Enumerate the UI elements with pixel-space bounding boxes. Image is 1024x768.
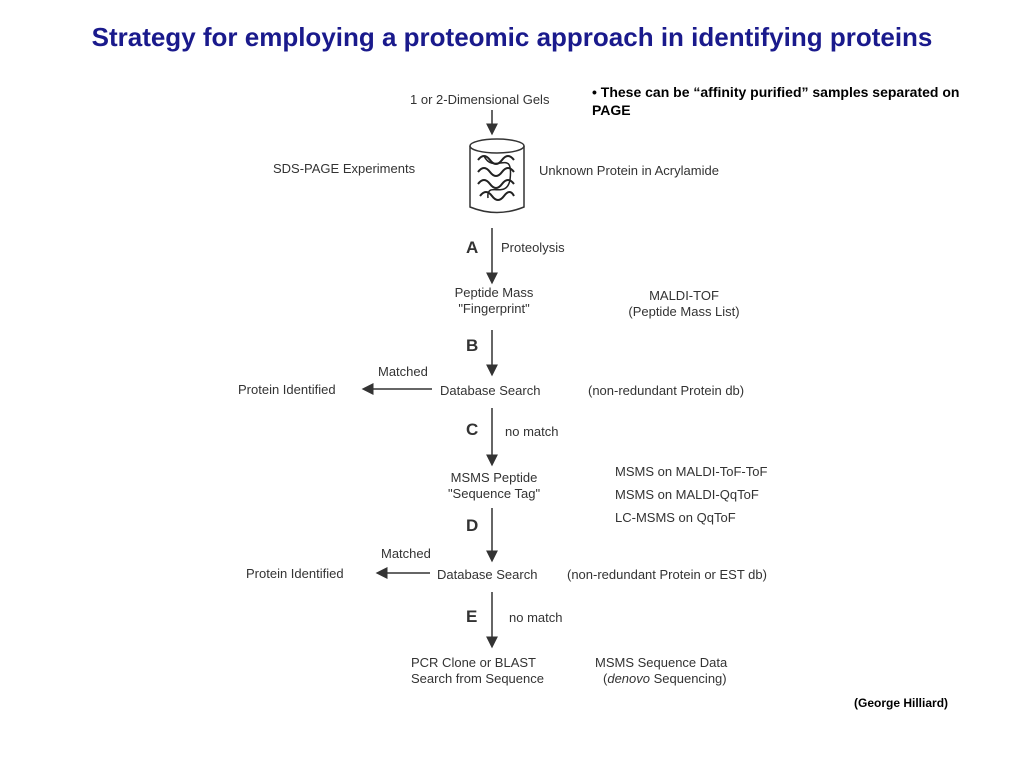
pcr-line2: Search from Sequence <box>411 671 544 686</box>
matched-label-1: Matched <box>378 364 428 379</box>
peptide-mass-line1: Peptide Mass <box>454 285 534 300</box>
maldi-tof-line2: (Peptide Mass List) <box>628 304 740 319</box>
step-c-label: C <box>466 420 479 439</box>
maldi-tof-label: MALDI-TOF (Peptide Mass List) <box>604 288 764 320</box>
sds-page-label: SDS-PAGE Experiments <box>273 161 416 176</box>
denovo-open: ( <box>603 671 608 686</box>
msms-peptide-label: MSMS Peptide "Sequence Tag" <box>432 470 556 502</box>
credit-text: (George Hilliard) <box>854 696 949 710</box>
step-b-label: B <box>466 336 479 355</box>
proteolysis-label: Proteolysis <box>501 240 565 255</box>
peptide-mass-line2: "Fingerprint" <box>458 301 530 316</box>
note-text: • These can be “affinity purified” sampl… <box>592 84 960 118</box>
msms-method-item: MSMS on MALDI-ToF-ToF <box>615 464 768 479</box>
nr-db-2: (non-redundant Protein or EST db) <box>567 567 767 582</box>
msms-line1: MSMS Peptide <box>450 470 538 485</box>
pcr-blast-label: PCR Clone or BLAST Search from Sequence <box>411 655 544 687</box>
maldi-tof-line1: MALDI-TOF <box>649 288 719 303</box>
denovo-rest: Sequencing) <box>650 671 727 686</box>
msms-method-item: LC-MSMS on QqToF <box>615 510 736 525</box>
msms-method-item: MSMS on MALDI-QqToF <box>615 487 759 502</box>
database-search-2: Database Search <box>437 567 538 582</box>
denovo-line: (denovo Sequencing) <box>595 671 727 687</box>
unknown-protein-label: Unknown Protein in Acrylamide <box>539 163 719 178</box>
no-match-1: no match <box>505 424 559 439</box>
matched-label-2: Matched <box>381 546 431 561</box>
step-a-label: A <box>466 238 479 257</box>
protein-identified-1: Protein Identified <box>238 382 336 397</box>
no-match-2: no match <box>509 610 563 625</box>
peptide-mass-label: Peptide Mass "Fingerprint" <box>436 285 552 317</box>
msms-seq-data-line: MSMS Sequence Data <box>595 655 728 670</box>
database-search-1: Database Search <box>440 383 541 398</box>
beaker-icon <box>469 138 525 214</box>
msms-line2: "Sequence Tag" <box>447 486 541 501</box>
pcr-line1: PCR Clone or BLAST <box>411 655 536 670</box>
msms-sequence-data-label: MSMS Sequence Data (denovo Sequencing) <box>595 655 727 687</box>
denovo-word: denovo <box>607 671 650 686</box>
page-title: Strategy for employing a proteomic appro… <box>91 22 933 52</box>
step-e-label: E <box>466 607 478 626</box>
step-d-label: D <box>466 516 479 535</box>
gels-label: 1 or 2-Dimensional Gels <box>410 92 550 107</box>
nr-db-1: (non-redundant Protein db) <box>588 383 745 398</box>
msms-methods: MSMS on MALDI-ToF-ToF MSMS on MALDI-QqTo… <box>615 460 767 529</box>
protein-identified-2: Protein Identified <box>246 566 344 581</box>
